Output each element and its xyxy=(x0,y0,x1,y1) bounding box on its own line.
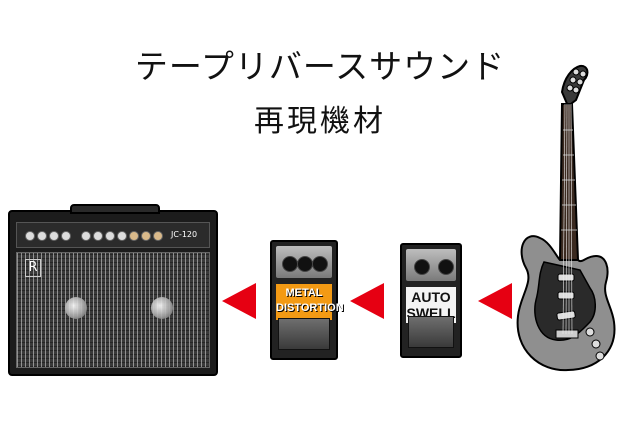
pedal-knob xyxy=(438,259,454,275)
amp-knob xyxy=(105,231,115,241)
metal-distortion-pedal-icon: METAL DISTORTION xyxy=(270,240,344,360)
pedal-knob-panel xyxy=(406,249,456,281)
pedal-knob xyxy=(297,256,313,272)
amp-knob xyxy=(129,231,139,241)
amp-knob xyxy=(81,231,91,241)
pedal-knob xyxy=(282,256,298,272)
amp-handle xyxy=(70,204,160,214)
amp-icon: JC-120 R xyxy=(8,204,218,376)
speaker-cone xyxy=(65,297,87,319)
amp-knob xyxy=(49,231,59,241)
arrow-left-icon xyxy=(222,283,256,319)
pedal-footswitch xyxy=(408,316,454,348)
auto-swell-pedal-icon: AUTO SWELL xyxy=(400,243,462,358)
pedal-label-line-1: AUTO xyxy=(411,289,451,305)
arrow-left-icon xyxy=(350,283,384,319)
amp-knob xyxy=(61,231,71,241)
metal-distortion-label: METAL DISTORTION xyxy=(276,284,344,320)
pedal-label-line-1: METAL xyxy=(285,287,323,299)
amp-grille: R xyxy=(16,252,210,368)
amp-control-panel: JC-120 xyxy=(16,222,210,248)
amp-knob xyxy=(37,231,47,241)
amp-knob xyxy=(117,231,127,241)
amp-knob xyxy=(93,231,103,241)
title-line-1: テープリバースサウンド xyxy=(134,47,506,86)
arrow-left-icon xyxy=(478,283,512,319)
pedal-footswitch xyxy=(278,318,330,350)
amp-model-label: JC-120 xyxy=(171,230,198,239)
pedal-knob xyxy=(312,256,328,272)
amp-brand-badge: R xyxy=(25,259,41,277)
pedal-label-line-2: DISTORTION xyxy=(276,302,344,314)
amp-knob xyxy=(153,231,163,241)
title-line-2: 再現機材 xyxy=(254,104,386,139)
amp-knob xyxy=(25,231,35,241)
electric-guitar-icon xyxy=(516,64,616,372)
pedal-knob xyxy=(414,259,430,275)
pedal-knob-panel xyxy=(276,246,332,278)
amp-knob xyxy=(141,231,151,241)
speaker-cone xyxy=(151,297,173,319)
